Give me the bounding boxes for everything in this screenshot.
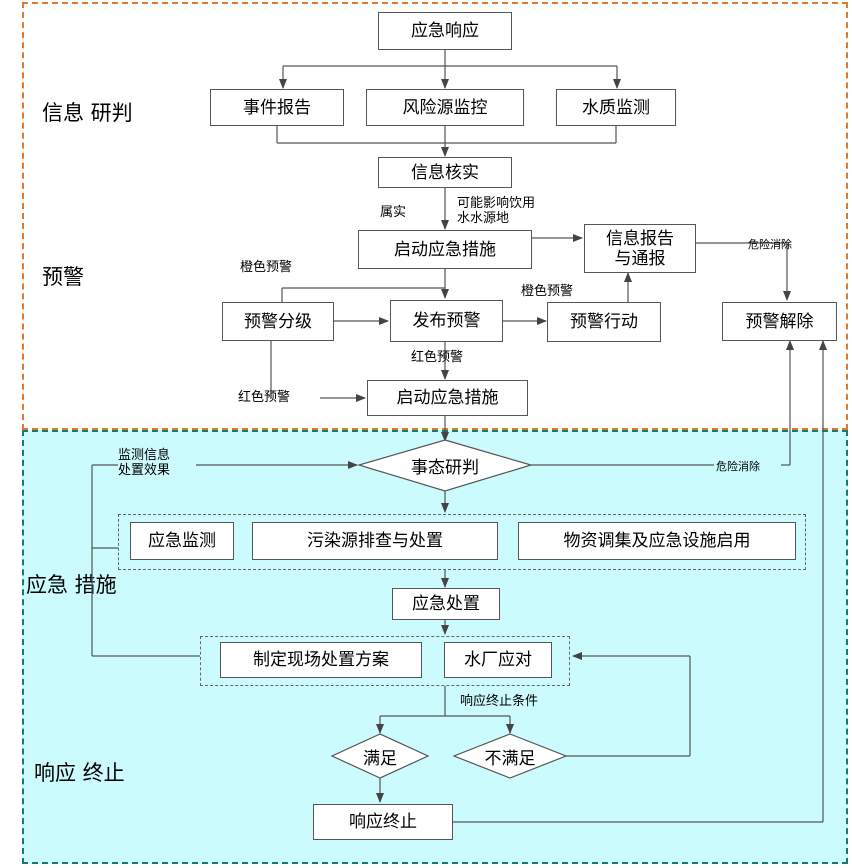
label-end-condition: 响应终止条件 xyxy=(460,694,539,709)
waterworks-node: 水厂应对 xyxy=(444,642,552,678)
label-danger-clear-2: 危险消除 xyxy=(716,460,760,473)
emergency-response-node: 应急响应 xyxy=(378,12,512,50)
label-red-warning-1: 红色预警 xyxy=(411,350,464,365)
start-measures-node-1: 启动应急措施 xyxy=(358,230,532,269)
label-orange-warning-2: 橙色预警 xyxy=(521,284,574,299)
section-label-measures: 应急 措施 xyxy=(26,573,117,597)
water-quality-node: 水质监测 xyxy=(556,89,676,126)
section-label-termination: 响应 终止 xyxy=(34,761,125,785)
situation-diamond xyxy=(356,439,534,492)
start-measures-node-2: 启动应急措施 xyxy=(367,380,528,416)
satisfied-node: 满足 xyxy=(363,748,397,769)
label-danger-clear-1: 危险消除 xyxy=(748,238,792,251)
label-monitor-feedback: 监测信息 处置效果 xyxy=(118,448,171,478)
issue-warning-node: 发布预警 xyxy=(390,300,503,342)
response-end-node: 响应终止 xyxy=(313,804,453,840)
onsite-plan-node: 制定现场处置方案 xyxy=(220,642,422,678)
warning-grading-node: 预警分级 xyxy=(222,302,334,341)
event-report-node: 事件报告 xyxy=(210,89,344,126)
measures-group xyxy=(118,514,806,570)
label-may-affect: 可能影响饮用 水水源地 xyxy=(457,196,536,226)
emergency-disposal-node: 应急处置 xyxy=(392,588,500,620)
disposal-group xyxy=(200,636,570,686)
info-warning-zone xyxy=(22,2,848,430)
warning-lift-node: 预警解除 xyxy=(722,302,837,341)
section-label-warning: 预警 xyxy=(42,265,84,289)
not-satisfied-node: 不满足 xyxy=(484,748,536,769)
label-orange-warning-1: 橙色预警 xyxy=(240,260,293,275)
label-confirmed: 属实 xyxy=(380,205,407,220)
emergency-monitor-node: 应急监测 xyxy=(130,522,234,560)
label-red-warning-2: 红色预警 xyxy=(238,390,291,405)
satisfied-diamond xyxy=(330,733,430,779)
info-verify-node: 信息核实 xyxy=(378,157,512,188)
risk-monitor-node: 风险源监控 xyxy=(366,89,524,126)
not-satisfied-diamond xyxy=(452,733,568,779)
info-report-node: 信息报告 与通报 xyxy=(584,224,696,273)
situation-assess-node: 事态研判 xyxy=(411,458,479,478)
measures-termination-zone xyxy=(22,430,848,864)
material-dispatch-node: 物资调集及应急设施启用 xyxy=(518,522,796,560)
warning-action-node: 预警行动 xyxy=(547,302,661,342)
pollution-source-node: 污染源排查与处置 xyxy=(252,522,498,560)
section-label-info: 信息 研判 xyxy=(42,101,133,125)
